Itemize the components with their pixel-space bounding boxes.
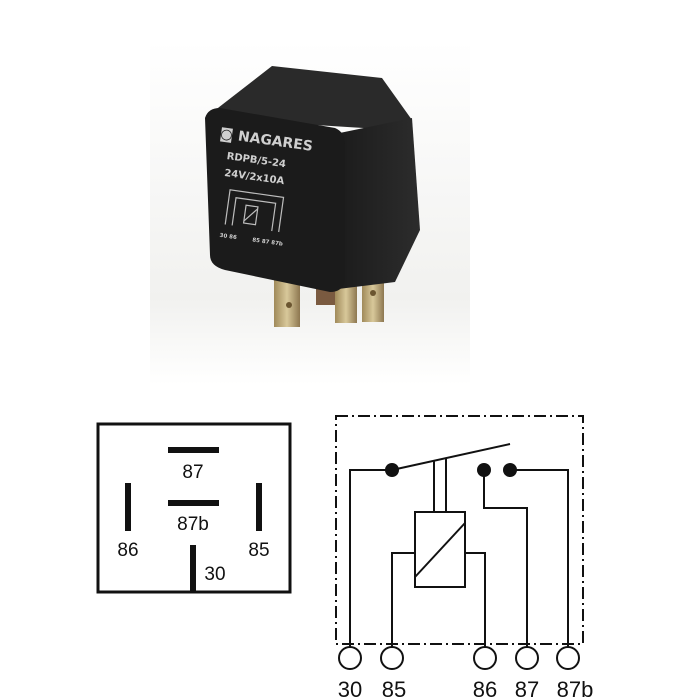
terminal-label-30: 30 (338, 677, 362, 700)
pinout-diagram: 87 87b 86 85 30 (96, 422, 292, 594)
terminal-label-86: 86 (473, 677, 497, 700)
relay-front-face (205, 108, 345, 292)
wire-30 (349, 469, 392, 647)
terminal-label-87b: 87b (557, 677, 594, 700)
coil-diagonal (414, 522, 466, 578)
terminal-86 (473, 646, 497, 670)
relay-schematic (335, 415, 584, 670)
contact-dot-87b (503, 463, 517, 477)
relay-pin-print-right: 85 87 87b (252, 237, 283, 247)
relay-printed-schematic (224, 189, 285, 233)
pin-30-bar (190, 545, 196, 593)
contact-dot-87 (477, 463, 491, 477)
wire-86 (465, 552, 486, 647)
wire-87 (483, 470, 528, 647)
pin-86-label: 86 (117, 540, 138, 561)
switch-contact-arm (391, 443, 511, 471)
relay-coil (414, 511, 466, 588)
pin-87-bar (168, 447, 219, 453)
relay-side-face (330, 118, 420, 290)
terminal-87b (556, 646, 580, 670)
pin-87-label: 87 (182, 462, 203, 483)
relay-top-face (205, 66, 412, 130)
contact-dot-30 (385, 463, 399, 477)
pin-85-label: 85 (248, 540, 269, 561)
pin-30-label: 30 (204, 564, 225, 585)
terminal-label-85: 85 (382, 677, 406, 700)
schematic-dashed-enclosure (335, 415, 584, 645)
terminal-30 (338, 646, 362, 670)
wire-87b (510, 469, 569, 647)
pin-87b-bar (168, 500, 219, 506)
relay-photo: ◙ NAGARES RDPB/5-24 24V/2x10A 30 86 85 8… (150, 40, 470, 385)
pin-85-bar (256, 483, 262, 531)
actuator-rod (433, 458, 447, 512)
terminal-85 (380, 646, 404, 670)
wire-85 (391, 552, 415, 647)
pin-87b-label: 87b (177, 514, 209, 535)
relay-pin-print-left: 30 86 (219, 233, 237, 241)
terminal-87 (515, 646, 539, 670)
schematic-terminal-labels: 30 85 86 87 87b (338, 677, 594, 700)
pin-86-bar (125, 483, 131, 531)
terminal-label-87: 87 (515, 677, 539, 700)
